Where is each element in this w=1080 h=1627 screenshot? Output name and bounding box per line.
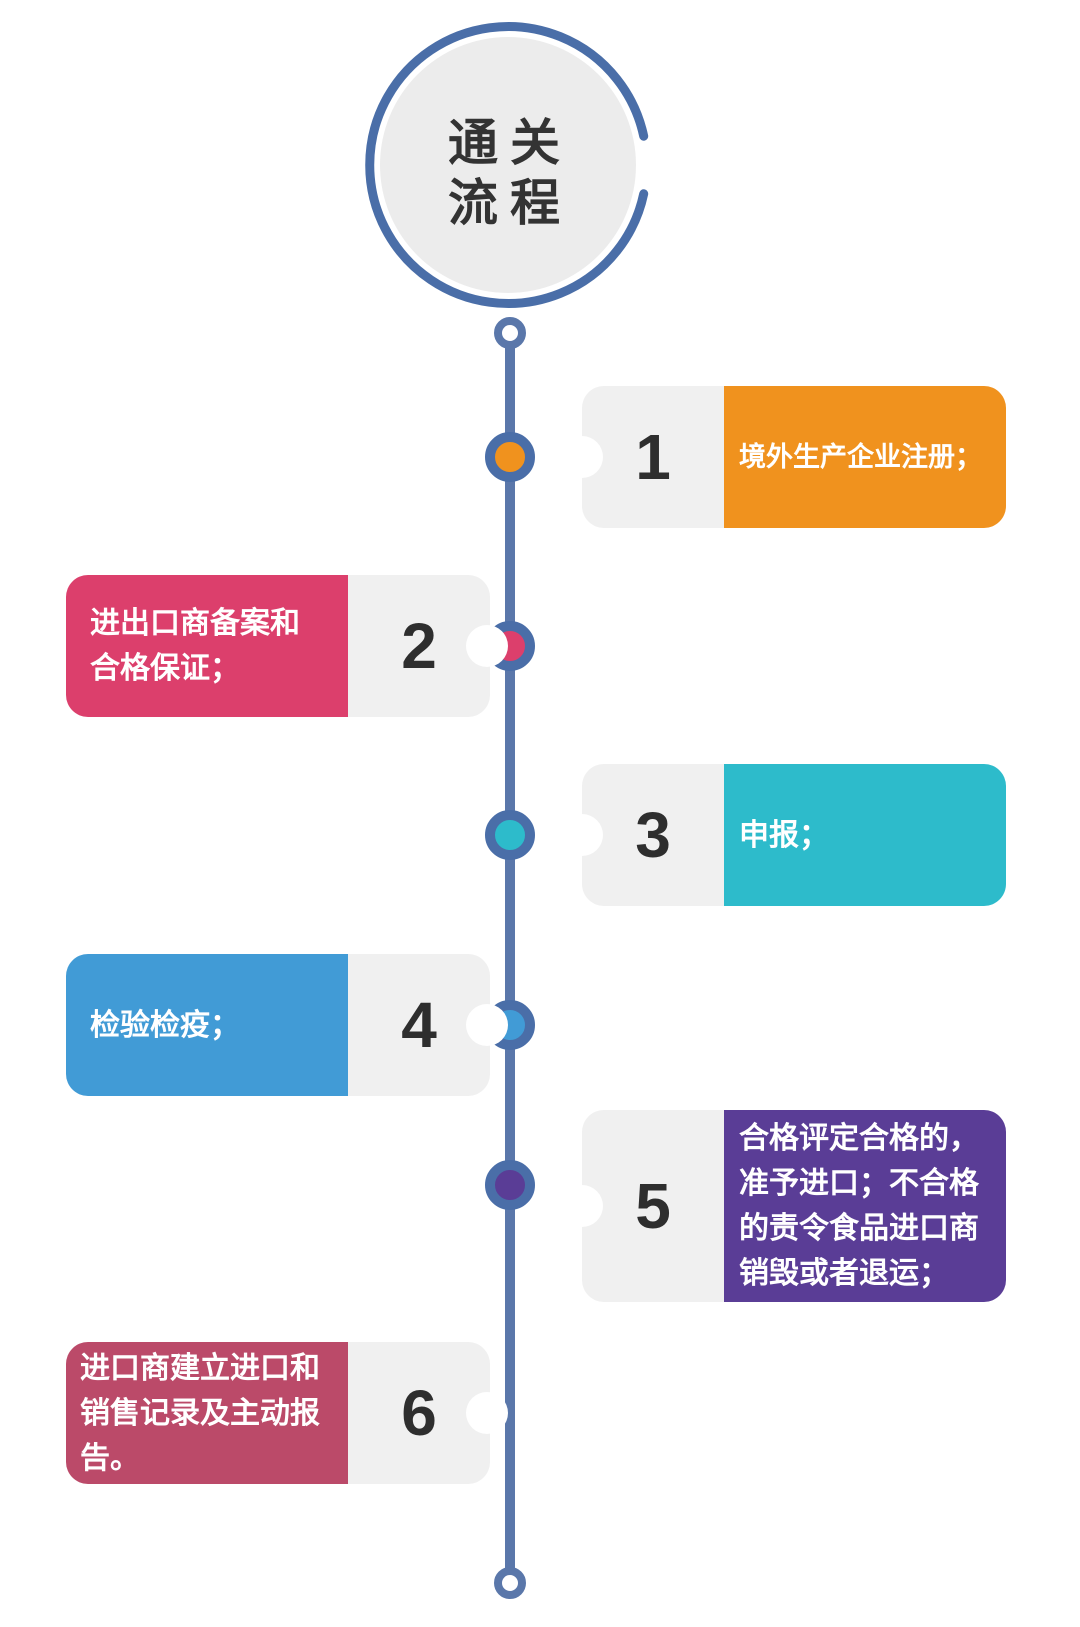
puzzle-notch <box>466 625 508 667</box>
puzzle-notch <box>466 1004 508 1046</box>
puzzle-notch <box>561 814 603 856</box>
step-text: 境外生产企业注册； <box>739 441 982 473</box>
step-node-1 <box>485 432 535 482</box>
step-number: 3 <box>635 799 671 871</box>
title-ring-arc <box>365 22 649 308</box>
step-text: 申报； <box>739 817 829 853</box>
step-number: 6 <box>401 1377 437 1449</box>
step-number: 2 <box>401 610 437 682</box>
step-text-panel: 合格评定合格的，准予进口；不合格的责令食品进口商销毁或者退运； <box>724 1110 1006 1302</box>
title-line-1: 通关 <box>448 113 572 172</box>
step-text: 合格评定合格的，准予进口；不合格的责令食品进口商销毁或者退运； <box>739 1121 979 1291</box>
step-number: 4 <box>401 989 437 1061</box>
step-text: 检验检疫； <box>90 1007 240 1043</box>
step-text-panel: 境外生产企业注册； <box>724 386 1006 528</box>
step-number-panel: 1 <box>582 386 724 528</box>
step-text: 进口商建立进口和销售记录及主动报告。 <box>80 1350 320 1476</box>
timeline-end-cap <box>494 1567 526 1599</box>
title: 通关 流程 <box>440 108 580 238</box>
step-text-panel: 检验检疫； <box>66 954 348 1096</box>
step-number-panel: 3 <box>582 764 724 906</box>
step-number-panel: 6 <box>348 1342 490 1484</box>
timeline-start-cap <box>494 317 526 349</box>
puzzle-notch <box>561 1185 603 1227</box>
step-number: 5 <box>635 1170 671 1242</box>
step-node-3 <box>485 810 535 860</box>
puzzle-notch <box>466 1392 508 1434</box>
step-text-panel: 申报； <box>724 764 1006 906</box>
step-text-panel: 进口商建立进口和销售记录及主动报告。 <box>66 1342 348 1484</box>
step-text: 进出口商备案和合格保证； <box>90 606 300 686</box>
title-line-2: 流程 <box>448 173 572 232</box>
puzzle-notch <box>561 436 603 478</box>
step-text-panel: 进出口商备案和合格保证； <box>66 575 348 717</box>
title-ring <box>365 22 649 308</box>
step-number-panel: 5 <box>582 1110 724 1302</box>
title-ring-fill <box>380 37 636 293</box>
step-number: 1 <box>635 421 671 493</box>
step-node-5 <box>485 1160 535 1210</box>
